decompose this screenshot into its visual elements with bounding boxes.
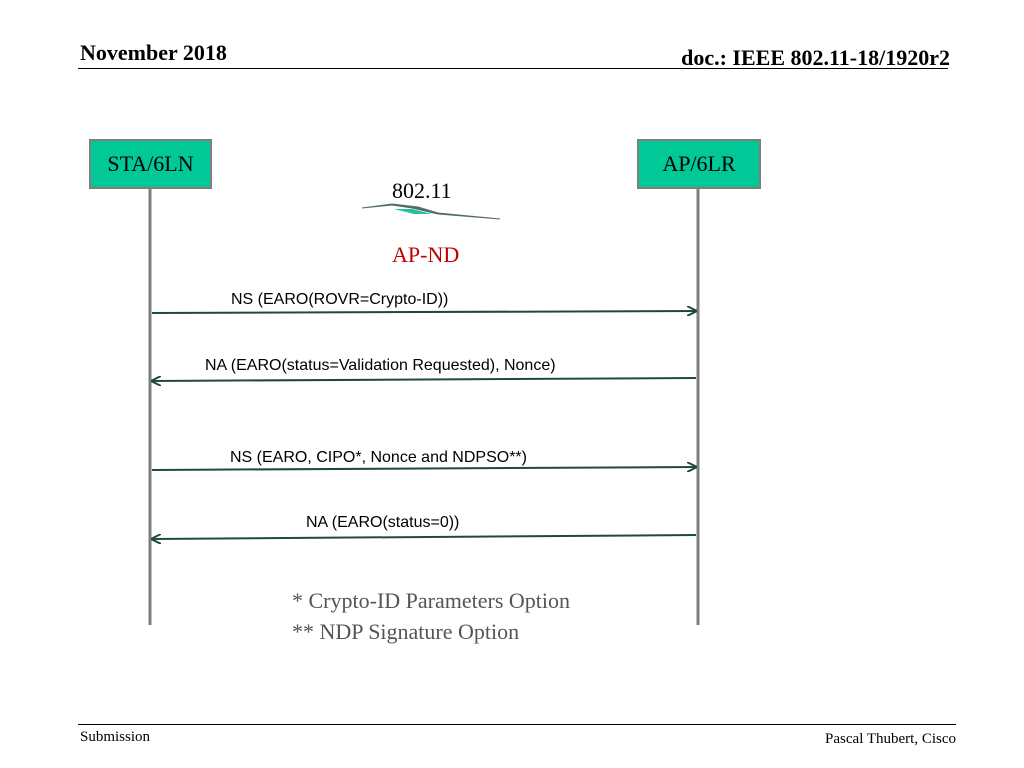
message-arrow-1 [151, 311, 696, 313]
message-arrow-4 [152, 535, 697, 539]
message-arrow-3 [151, 467, 696, 470]
message-label-4: NA (EARO(status=0)) [306, 514, 460, 531]
message-arrow-2 [152, 378, 697, 381]
footer-rule [78, 724, 956, 725]
message-label-1: NS (EARO(ROVR=Crypto-ID)) [231, 291, 449, 308]
footer-submission: Submission [80, 729, 151, 745]
node-ap-6lr: AP/6LR [637, 139, 761, 189]
footnote-cipo: * Crypto-ID Parameters Option [292, 588, 570, 613]
header-rule [78, 68, 948, 69]
protocol-label: AP-ND [392, 242, 460, 267]
footnote-ndpso: ** NDP Signature Option [292, 619, 520, 644]
header-doc-id: doc.: IEEE 802.11-18/1920r2 [681, 45, 950, 70]
message-label-3: NS (EARO, CIPO*, Nonce and NDPSO**) [230, 449, 527, 466]
footer-author: Pascal Thubert, Cisco [825, 731, 956, 747]
link-label: 802.11 [392, 178, 452, 203]
wireless-link-icon [361, 203, 501, 220]
node-sta-6ln: STA/6LN [89, 139, 212, 189]
header-date: November 2018 [80, 40, 227, 65]
message-label-2: NA (EARO(status=Validation Requested), N… [205, 357, 556, 374]
